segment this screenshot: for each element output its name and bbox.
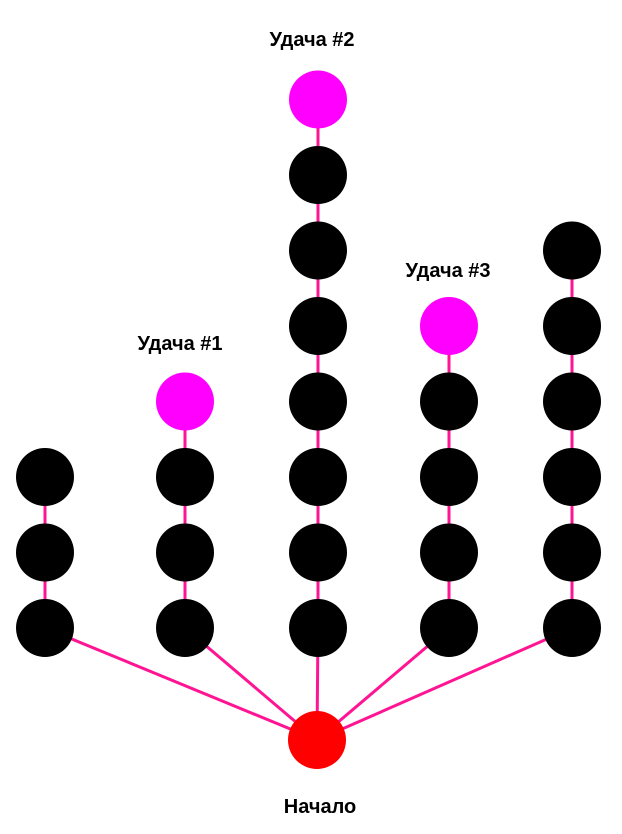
- branch-2-node: [156, 448, 214, 506]
- branch-3-node: [289, 523, 347, 582]
- branch-5-node: [543, 523, 601, 582]
- branch-3-node: [289, 599, 347, 657]
- branch-5-node: [543, 599, 601, 657]
- branch-3-success-node: [289, 70, 347, 129]
- branch-1-root-edge: [44, 626, 318, 742]
- branch-4-node: [420, 372, 478, 431]
- branch-4-success-node: [420, 297, 478, 355]
- success-1-label: Удача #1: [137, 333, 223, 355]
- branch-3-node: [289, 146, 347, 204]
- start-label: Начало: [283, 796, 357, 818]
- branch-3-node: [289, 448, 347, 506]
- branch-3-node: [289, 297, 347, 355]
- branch-3-node: [289, 372, 347, 431]
- branch-1-node: [16, 448, 74, 506]
- nodes-layer: [16, 70, 601, 769]
- branch-5-node: [543, 221, 601, 280]
- branch-2-node: [156, 523, 214, 582]
- success-3-label: Удача #3: [405, 260, 491, 282]
- success-2-label: Удача #2: [269, 29, 355, 51]
- branch-2-node: [156, 599, 214, 657]
- branch-4-node: [420, 448, 478, 506]
- branch-5-root-edge: [316, 626, 573, 742]
- branch-5-node: [543, 297, 601, 355]
- branch-1-node: [16, 523, 74, 582]
- branch-3-node: [289, 221, 347, 280]
- branch-2-success-node: [156, 372, 214, 431]
- branch-4-node: [420, 523, 478, 582]
- start-node: [288, 711, 346, 769]
- branch-5-node: [543, 372, 601, 431]
- branch-4-node: [420, 599, 478, 657]
- branch-1-node: [16, 599, 74, 657]
- branch-5-node: [543, 448, 601, 506]
